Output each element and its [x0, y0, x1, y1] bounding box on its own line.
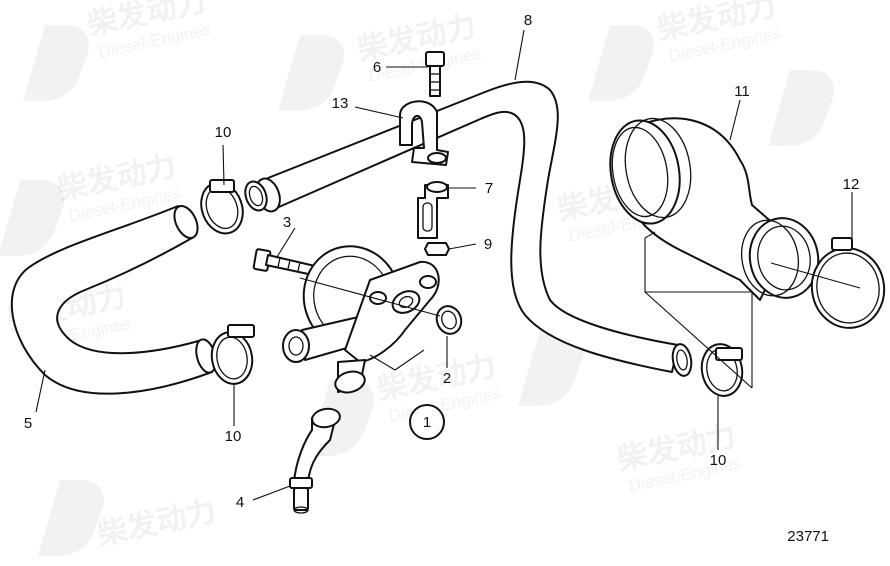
callout-6: 6 — [373, 59, 381, 76]
callout-10-upper: 10 — [215, 124, 232, 141]
drawing-number: 23771 — [787, 528, 829, 545]
watermark-logo-icon — [0, 25, 834, 556]
callout-2: 2 — [443, 370, 451, 387]
clamp-large — [810, 237, 886, 329]
leader-lines — [35, 29, 861, 501]
group-bracket-lines — [644, 231, 753, 389]
bracket-hose-clamp — [399, 100, 449, 166]
hose-clamp-upper — [200, 179, 268, 235]
pipe-fitting — [289, 407, 341, 514]
bolt-bracket — [425, 51, 445, 97]
callout-4: 4 — [236, 494, 244, 511]
callout-10-lower: 10 — [225, 428, 242, 445]
callout-13: 13 — [332, 95, 349, 112]
callout-1-circle — [409, 404, 445, 440]
seal-ring — [435, 305, 463, 335]
hose-clamp-right — [700, 343, 744, 397]
elbow-large — [609, 117, 820, 301]
callout-9: 9 — [484, 236, 492, 253]
housing-assembly — [282, 245, 440, 394]
callout-7: 7 — [485, 180, 493, 197]
hose-lower-bend — [10, 205, 217, 395]
callout-5: 5 — [24, 415, 32, 432]
bracket-stand — [417, 181, 449, 239]
callout-11: 11 — [734, 83, 750, 100]
hose-clamp-lower — [210, 324, 255, 385]
callout-1: 1 — [423, 414, 431, 431]
callout-8: 8 — [524, 12, 532, 29]
callout-10-right: 10 — [710, 452, 727, 469]
callout-12: 12 — [843, 176, 860, 193]
callouts: 1 2 3 4 5 6 7 8 9 10 10 10 11 12 13 — [24, 12, 860, 511]
bolt-long — [252, 248, 316, 276]
nut — [424, 242, 450, 256]
watermark-brand-cn: 柴发动力 — [94, 494, 219, 553]
callout-3: 3 — [283, 214, 291, 231]
